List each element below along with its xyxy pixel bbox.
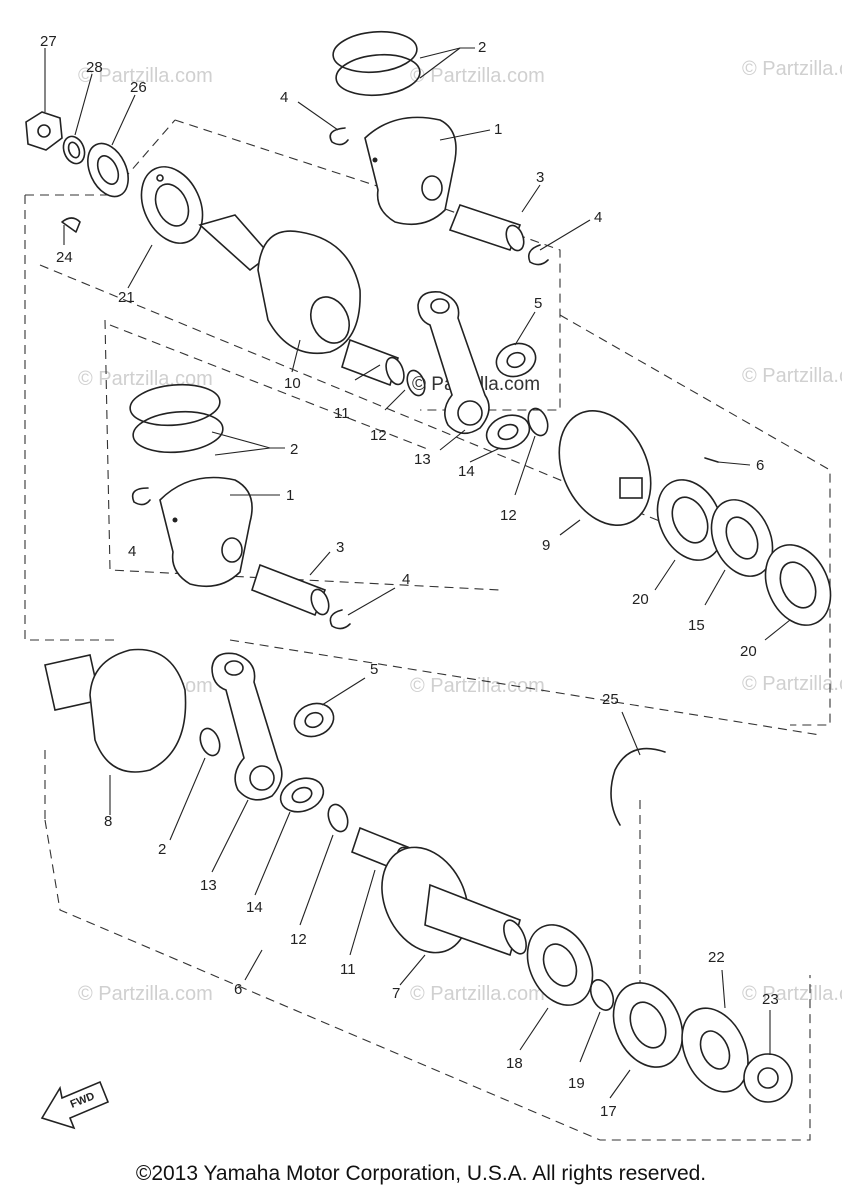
watermark: © Partzilla.com [78, 983, 213, 1005]
callout-19: 19 [568, 1075, 585, 1092]
piston-part-1 [159, 476, 253, 588]
callout-20: 20 [632, 591, 649, 608]
callout-12: 12 [290, 931, 307, 948]
copyright-notice: ©2013 Yamaha Motor Corporation, U.S.A. A… [135, 1162, 707, 1185]
watermark: © Partzilla.com [78, 65, 213, 87]
crank-wheel-part-9 [558, 409, 652, 527]
watermark: © Partzilla.com [742, 673, 842, 695]
callout-14: 14 [458, 463, 475, 480]
watermark: © Partzilla.com [742, 365, 842, 387]
washer-part-2 [199, 727, 221, 757]
needle-bearing-part-14 [279, 777, 325, 813]
callout-6: 6 [234, 981, 242, 998]
callout-1: 1 [286, 487, 294, 504]
callout-9: 9 [542, 537, 550, 554]
callout-11: 11 [340, 961, 356, 978]
callout-14: 14 [246, 899, 263, 916]
circlip-part-25 [610, 747, 666, 826]
part-callouts: 27 28 26 24 21 10 2 4 1 3 4 5 11 12 13 1… [40, 33, 779, 1120]
oil-seal-part-22 [681, 1007, 749, 1093]
callout-7: 7 [392, 985, 400, 1002]
callout-23: 23 [762, 991, 779, 1008]
callout-21: 21 [118, 289, 135, 306]
bearing-part-20 [764, 544, 832, 626]
crank-wheel-part-8 [44, 648, 187, 773]
watermark: © Partzilla.com [410, 983, 545, 1005]
watermark: © Partzilla.com [742, 58, 842, 80]
oil-seal-part-26 [87, 142, 129, 198]
leader-lines [44, 47, 791, 1099]
clip-part-4 [329, 127, 349, 146]
watermark: © Partzilla.com [410, 65, 545, 87]
callout-11: 11 [334, 405, 350, 422]
callout-18: 18 [506, 1055, 523, 1072]
piston-rings-part-2 [129, 383, 224, 454]
watermark: © Partzilla.com [410, 675, 545, 697]
piston-part-1 [364, 116, 457, 226]
callout-20: 20 [740, 643, 757, 660]
needle-bearing-part-5 [495, 342, 537, 378]
key-part-24 [61, 217, 81, 233]
callout-27: 27 [40, 33, 57, 50]
callout-4: 4 [594, 209, 602, 226]
callout-1: 1 [494, 121, 502, 138]
callout-17: 17 [600, 1103, 617, 1120]
crank-wheel-part-7 [381, 846, 527, 957]
needle-bearing-part-14 [485, 414, 531, 450]
callout-3: 3 [336, 539, 344, 556]
bearing-part-15 [710, 499, 774, 577]
washer-part-12 [527, 407, 549, 437]
callout-5: 5 [370, 661, 378, 678]
connecting-rod-part-13 [211, 652, 283, 801]
bearing-part-21 [140, 166, 204, 244]
callout-5: 5 [534, 295, 542, 312]
sprocket-part-23 [743, 1053, 793, 1103]
clip-part-4 [131, 487, 151, 506]
nut-part-27 [25, 111, 63, 151]
piston-rings-part-2 [332, 30, 421, 97]
piston-pin-part-3 [448, 204, 525, 252]
crank-pin-part-11 [341, 338, 405, 387]
callout-2: 2 [158, 841, 166, 858]
callout-25: 25 [602, 691, 619, 708]
callout-22: 22 [708, 949, 725, 966]
washer-part-12 [327, 803, 349, 833]
crankshaft-exploded-diagram: © Partzilla.com © Partzilla.com © Partzi… [24, 30, 842, 1141]
pin-part-6 [704, 457, 719, 463]
watermark: © Partzilla.com [742, 983, 842, 1005]
callout-12: 12 [370, 427, 387, 444]
callout-4: 4 [280, 89, 288, 106]
callout-28: 28 [86, 59, 103, 76]
callout-12: 12 [500, 507, 517, 524]
callout-10: 10 [284, 375, 301, 392]
crank-wheel-part-10 [198, 214, 361, 354]
callout-8: 8 [104, 813, 112, 830]
callout-13: 13 [200, 877, 217, 894]
callout-26: 26 [130, 79, 147, 96]
washer-part-12 [406, 369, 426, 397]
callout-13: 13 [414, 451, 431, 468]
bearing-part-17 [612, 982, 684, 1068]
needle-bearing-part-5 [293, 702, 335, 738]
callout-2: 2 [478, 39, 486, 56]
callout-6: 6 [756, 457, 764, 474]
washer-part-19 [589, 979, 615, 1011]
callout-15: 15 [688, 617, 705, 634]
fwd-arrow-icon: FWD [40, 1080, 110, 1130]
callout-3: 3 [536, 169, 544, 186]
watermark: © Partzilla.com [78, 368, 213, 390]
bearing-part-18 [526, 924, 594, 1006]
clip-part-4 [329, 609, 351, 630]
callout-4: 4 [128, 543, 136, 560]
callout-2: 2 [290, 441, 298, 458]
connecting-rod-part-13 [417, 290, 490, 435]
washer-part-28 [62, 135, 86, 165]
piston-pin-part-3 [251, 563, 330, 617]
callout-4: 4 [402, 571, 410, 588]
clip-part-4 [527, 244, 549, 266]
callout-24: 24 [56, 249, 73, 266]
